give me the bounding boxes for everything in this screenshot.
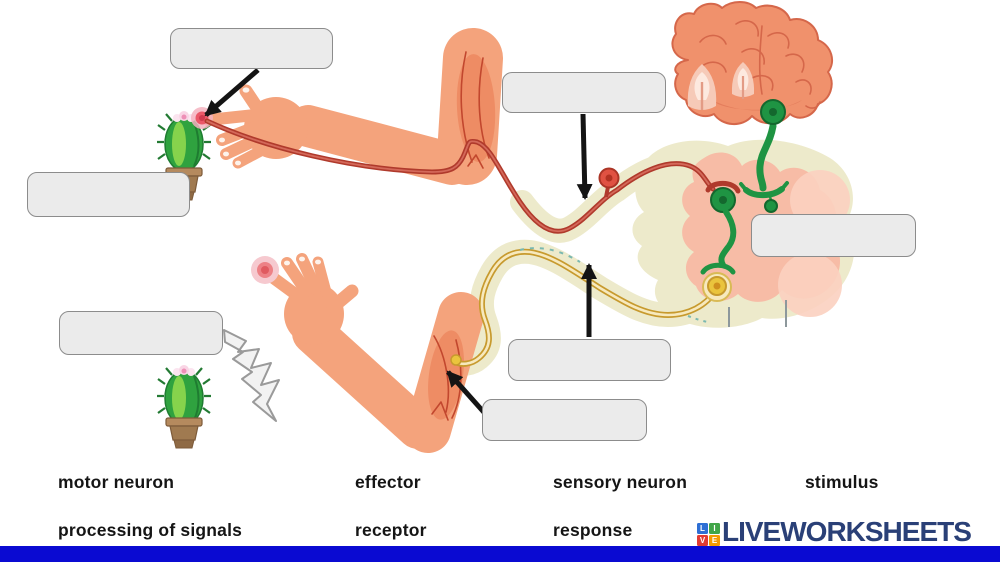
answer-box-left[interactable]: [27, 172, 190, 217]
myelin-dashes: [687, 315, 709, 323]
word-stimulus[interactable]: stimulus: [805, 472, 879, 492]
logo-block-i: I: [709, 523, 720, 534]
logo-block-v: V: [697, 535, 708, 546]
synaptic-cup: [705, 180, 741, 194]
word-response[interactable]: response: [553, 520, 633, 540]
green-terminal-dot: [764, 199, 778, 213]
word-receptor[interactable]: receptor: [355, 520, 427, 540]
myelin-dashes: [519, 247, 581, 263]
answer-box-speech-bubble[interactable]: [59, 311, 223, 355]
answer-box-bottom-middle[interactable]: [482, 399, 647, 441]
interneuron-and-brain-neuron: [700, 99, 789, 302]
word-effector[interactable]: effector: [355, 472, 421, 492]
word-sensory-neuron[interactable]: sensory neuron: [553, 472, 688, 492]
neuromuscular-junction: [450, 354, 462, 366]
answer-box-middle[interactable]: [508, 339, 671, 381]
footer-blue-bar: [0, 546, 1000, 562]
word-processing-of-signals[interactable]: processing of signals: [58, 520, 243, 540]
liveworksheets-wordmark[interactable]: LIVEWORKSHEETS: [722, 516, 972, 547]
arrow-to-stimulus: [204, 68, 260, 117]
withdrawn-arm: [251, 253, 484, 453]
arrow-to-sensory-neuron: [576, 113, 593, 200]
cactus-flower: [173, 365, 195, 376]
cactus-bottom: [157, 365, 211, 449]
dorsal-root-ganglion: [598, 167, 620, 189]
answer-box-right[interactable]: [751, 214, 916, 257]
motor-neuron-path: [450, 247, 719, 367]
liveworksheets-logo[interactable]: L I V E: [697, 523, 720, 546]
word-motor-neuron[interactable]: motor neuron: [58, 472, 175, 492]
sensory-neuron-path: [204, 118, 741, 234]
answer-box-top-left[interactable]: [170, 28, 333, 69]
speech-bolt: [223, 329, 280, 422]
logo-block-l: L: [697, 523, 708, 534]
answer-box-top-middle[interactable]: [502, 72, 666, 113]
logo-block-e: E: [709, 535, 720, 546]
extended-arm: [202, 28, 503, 185]
pain-glow: [251, 256, 279, 284]
brain: [671, 1, 834, 125]
cortex-highlight: [687, 62, 755, 110]
